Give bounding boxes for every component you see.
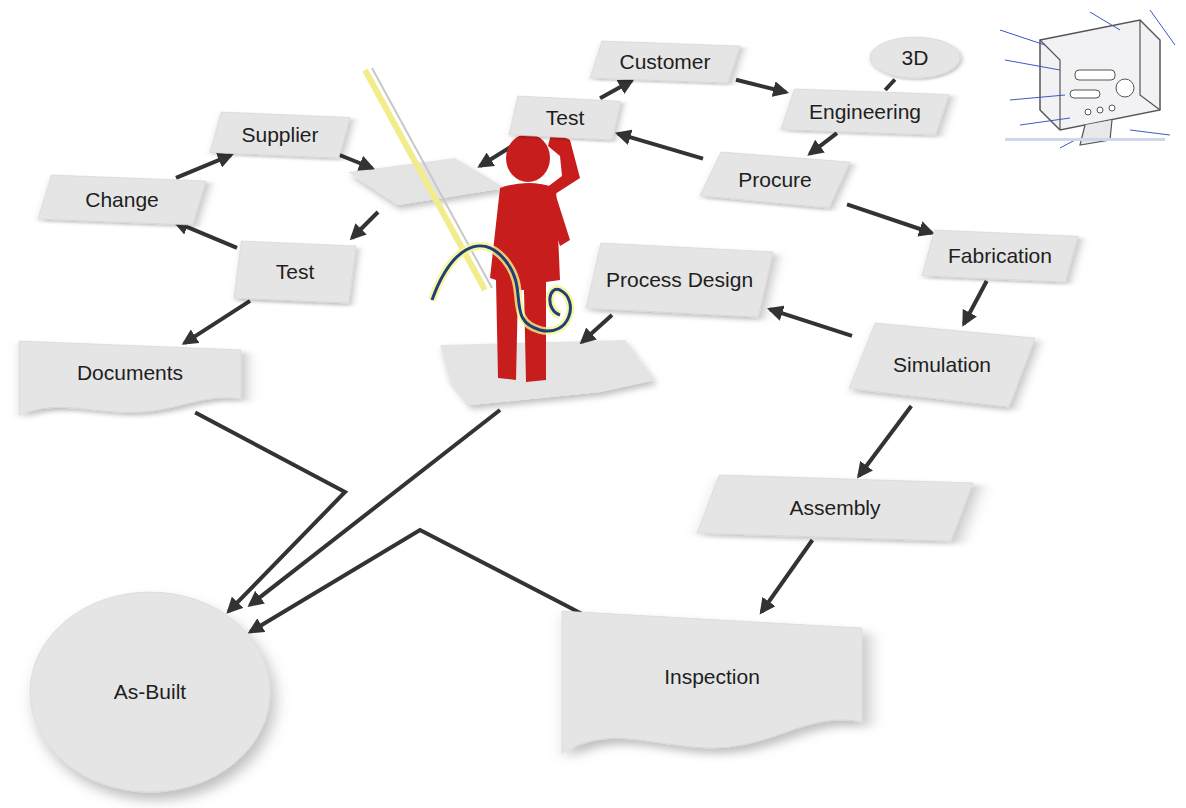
- parallelogram-box: Engineering: [781, 89, 949, 135]
- node-label: Test: [276, 260, 315, 283]
- flow-arrow: [770, 309, 852, 336]
- wand: [365, 70, 485, 290]
- parallelogram-box: Supplier: [210, 112, 350, 158]
- flow-arrow: [176, 155, 231, 178]
- flow-arrow: [762, 540, 813, 612]
- parallelogram-box: Process Design: [586, 243, 773, 317]
- flow-arrow: [859, 406, 911, 476]
- node-label: Customer: [619, 50, 710, 73]
- node-label: Change: [85, 188, 159, 211]
- parallelogram-box: Test: [509, 96, 621, 140]
- node-label: Test: [546, 106, 585, 129]
- platform: [440, 340, 655, 405]
- circle-node: As-Built: [30, 592, 270, 792]
- document-shape: Documents: [19, 341, 241, 415]
- document-shape: Inspection: [562, 611, 862, 753]
- flow-arrow: [847, 204, 932, 233]
- node-label: Inspection: [664, 665, 760, 688]
- parallelogram-box: Fabrication: [922, 230, 1078, 282]
- rope-glow: [432, 246, 570, 331]
- flow-arrow: [250, 530, 581, 632]
- node-label: Simulation: [893, 353, 991, 376]
- node-label: Supplier: [241, 123, 318, 146]
- flow-arrow: [195, 413, 345, 612]
- node-label: As-Built: [114, 680, 186, 703]
- node-label: Documents: [77, 361, 183, 384]
- wand-edge: [372, 68, 492, 288]
- flow-arrow: [184, 301, 250, 343]
- parallelogram-box: Assembly: [697, 475, 973, 541]
- diamond-box: Simulation: [849, 323, 1035, 407]
- node-label: Process Design: [606, 268, 753, 291]
- flow-arrow: [176, 222, 238, 248]
- parallelogram-box: Customer: [590, 41, 740, 83]
- flow-arrow: [964, 281, 987, 324]
- ellipse-node: 3D: [870, 37, 960, 78]
- process-box: Test: [234, 241, 356, 303]
- flow-arrow: [885, 80, 895, 91]
- rope: [432, 246, 570, 331]
- node-label: Assembly: [789, 496, 880, 519]
- parallelogram-box: Change: [38, 175, 206, 225]
- flow-arrow: [618, 134, 703, 159]
- node-label: Fabrication: [948, 244, 1052, 267]
- node-label: 3D: [902, 46, 929, 69]
- flow-arrow: [736, 80, 786, 93]
- node-label: Procure: [738, 168, 812, 191]
- bracket-drawing: [990, 0, 1186, 150]
- flow-arrow: [600, 81, 632, 99]
- diamond-box: Procure: [700, 152, 850, 208]
- flow-arrow: [810, 133, 837, 154]
- node-label: Engineering: [809, 100, 921, 123]
